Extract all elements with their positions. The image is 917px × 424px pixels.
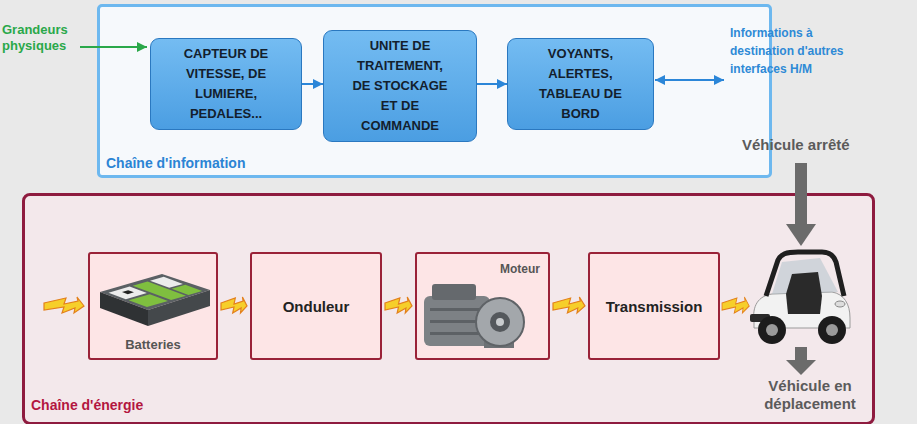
state-label: Véhicule arrêté — [742, 136, 912, 154]
node-text: Batteries — [125, 337, 181, 352]
energy-output-bolt — [722, 297, 749, 313]
state-label: Véhicule en déplacement — [750, 377, 870, 413]
motor-picture — [424, 284, 524, 348]
energy-flow-arrow — [221, 297, 247, 313]
node-text: UNITE DE TRAITEMENT, DE STOCKAGE ET DE C… — [350, 36, 450, 136]
output-label: Informations à destination d'autres inte… — [730, 24, 875, 78]
energy-flow-arrow — [553, 297, 585, 313]
process-box: CAPTEUR DE VITESSE, DE LUMIERE, PEDALES.… — [150, 38, 302, 130]
information-flow-arrow — [302, 83, 323, 85]
component-box: Onduleur — [250, 252, 382, 360]
component-box: Moteur — [415, 252, 550, 360]
vehicle-picture — [750, 252, 850, 344]
information-flow-arrow — [477, 83, 507, 85]
energy-input-bolt — [44, 297, 84, 313]
node-text: Onduleur — [283, 298, 350, 315]
energy-chain-panel: Chaîne d'énergie Batteries Onduleur MoteurT… — [22, 193, 875, 424]
input-label: Grandeurs physiques — [2, 22, 76, 54]
information-chain-panel: Chaîne d'information CAPTEUR DE VITESSE, … — [97, 4, 772, 178]
component-box: Transmission — [588, 252, 720, 360]
output-arrow — [655, 79, 724, 81]
energy-flow-arrow — [385, 297, 412, 313]
process-box: VOYANTS, ALERTES, TABLEAU DE BORD — [507, 38, 654, 130]
state-arrow — [786, 163, 816, 246]
input-arrow — [80, 46, 147, 48]
node-text: VOYANTS, ALERTES, TABLEAU DE BORD — [528, 44, 633, 124]
node-text: Moteur — [500, 262, 540, 276]
node-text: Chaîne d'information — [106, 155, 245, 171]
node-text: Transmission — [606, 298, 703, 315]
node-text: CAPTEUR DE VITESSE, DE LUMIERE, PEDALES.… — [167, 44, 285, 124]
process-box: UNITE DE TRAITEMENT, DE STOCKAGE ET DE C… — [323, 30, 477, 142]
node-text: Chaîne d'énergie — [31, 397, 143, 413]
state-arrow — [786, 347, 816, 375]
battery-picture — [100, 274, 210, 326]
component-box: Batteries — [88, 252, 218, 360]
